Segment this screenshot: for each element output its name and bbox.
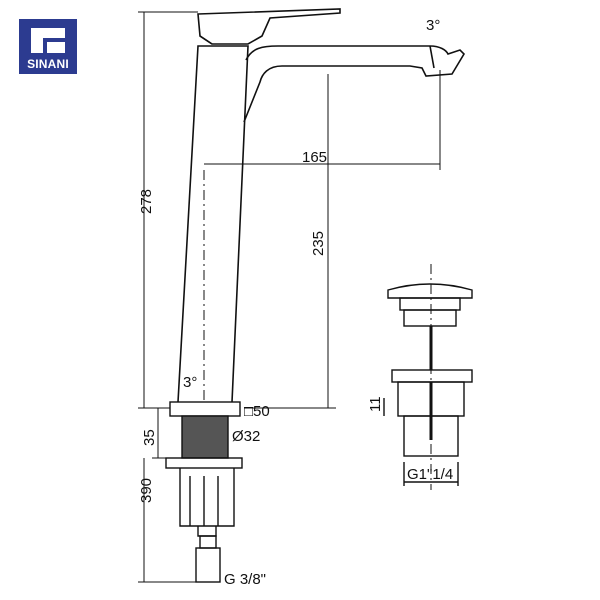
dim-waste-flange: 11: [367, 396, 384, 412]
faucet-base: [165, 401, 243, 583]
faucet-body: [177, 8, 466, 403]
dim-hole-depth: 35: [141, 429, 158, 446]
dim-total-height: 278: [138, 189, 155, 214]
dim-body-angle: 3°: [183, 374, 197, 391]
dim-hose-length: 390: [138, 478, 155, 503]
dim-spout-height: 235: [310, 231, 327, 256]
dim-spout-angle: 3°: [426, 17, 440, 34]
logo-mark-icon: [27, 24, 69, 57]
dim-spout-reach: 165: [302, 149, 327, 166]
pop-up-waste: [383, 264, 473, 490]
dim-hole-diameter: Ø32: [232, 428, 260, 445]
brand-name: SINANI: [27, 57, 69, 71]
dim-waste-thread: G1"1/4: [407, 466, 453, 483]
dim-base-square: □50: [244, 403, 270, 420]
dim-inlet-thread: G 3/8": [224, 571, 266, 588]
dimension-lines: [138, 11, 441, 583]
sinani-logo-icon: SINANI: [19, 19, 77, 74]
